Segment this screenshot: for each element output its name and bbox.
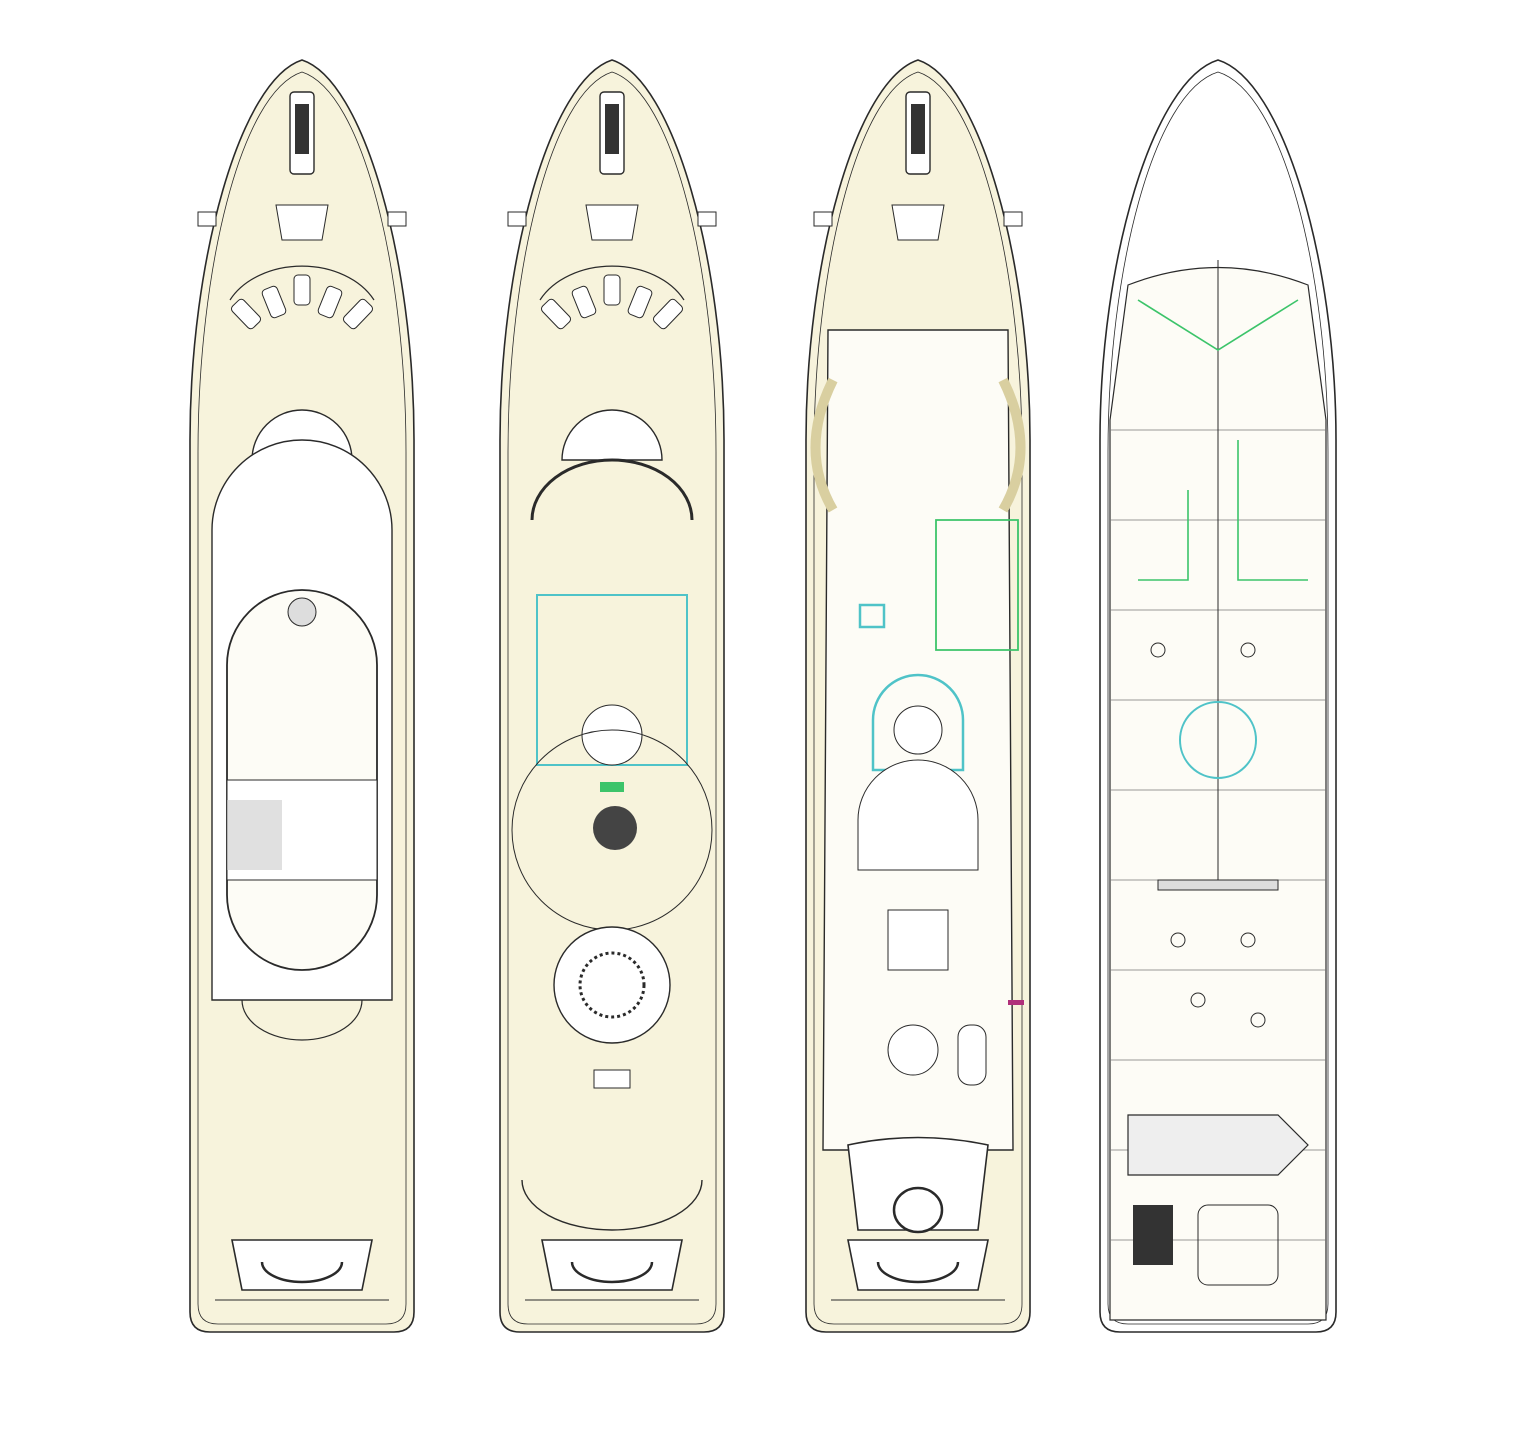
hull-inner-line	[813, 71, 1023, 1325]
sunlounger	[652, 298, 684, 330]
aft-deck-lounge	[847, 1136, 989, 1231]
room-number-circle	[1250, 1012, 1266, 1028]
bridge-wing-right	[697, 211, 717, 227]
sunlounger	[342, 298, 374, 330]
room-number-circle	[1240, 932, 1256, 948]
stern-garage	[847, 1239, 989, 1291]
bow-lounge-arc	[229, 265, 375, 301]
owner-suite-balconies	[810, 377, 1026, 513]
bathroom-tile	[227, 800, 282, 870]
magenta-stair	[1008, 1000, 1024, 1005]
forward-arc-window	[530, 458, 694, 521]
dance-floor	[593, 806, 637, 850]
hull-inner-line	[197, 71, 407, 1325]
room-number-circle	[1190, 992, 1206, 1008]
dining-table	[887, 909, 949, 971]
hull-inner-line	[507, 71, 717, 1325]
sunlounger	[230, 298, 262, 330]
aft-sofa	[241, 999, 363, 1041]
hull-inner-line	[1107, 71, 1329, 1325]
round-table	[578, 951, 646, 1019]
room-number-circle	[1170, 932, 1186, 948]
bridge-wing-left	[813, 211, 833, 227]
hull-outline	[499, 59, 725, 1333]
cyan-staircase	[871, 673, 965, 772]
room-number-circle	[1150, 642, 1166, 658]
bridge-wing-right	[1003, 211, 1023, 227]
deck-plan-4	[1099, 59, 1337, 1333]
tender-garage-boat	[1127, 1114, 1309, 1176]
aft-jacuzzi	[957, 1024, 987, 1086]
green-ensuite	[935, 519, 1019, 651]
stern-garage	[541, 1239, 683, 1291]
jetski-seat	[295, 104, 309, 154]
green-partition	[1137, 299, 1308, 581]
watertight-bulkhead	[1157, 879, 1279, 891]
room-number-circle	[1240, 642, 1256, 658]
aft-sofa	[593, 1069, 631, 1089]
cyan-lift	[858, 603, 886, 629]
cyan-lobby	[1179, 701, 1257, 779]
machinery	[1133, 1205, 1173, 1265]
bow-lounge-arc	[539, 265, 685, 301]
bridge-wing-left	[507, 211, 527, 227]
forward-dome	[561, 409, 663, 461]
jetski-seat	[911, 104, 925, 154]
stern-steps	[876, 1261, 960, 1284]
sunlounger	[571, 285, 597, 319]
sunlounger	[293, 274, 311, 306]
aft-spiral-stair	[892, 1186, 944, 1234]
dining-table-round	[581, 704, 643, 766]
bridge-wing-left	[197, 211, 217, 227]
tank-room	[1197, 1204, 1279, 1286]
green-hatch	[600, 782, 624, 792]
main-salon-sofa	[857, 759, 979, 871]
bow-seating	[891, 204, 945, 241]
sunlounger	[627, 285, 653, 319]
stern-steps	[260, 1261, 344, 1284]
spa-pool	[287, 597, 317, 627]
deck-plan-1	[189, 59, 415, 1333]
bow-seating	[585, 204, 639, 241]
cyan-core	[536, 594, 688, 766]
deck-plan-3	[805, 59, 1031, 1333]
sunlounger	[540, 298, 572, 330]
sunlounger	[317, 285, 343, 319]
aft-bar	[887, 1024, 939, 1076]
stern-steps	[570, 1261, 654, 1284]
bridge-wing-right	[387, 211, 407, 227]
round-table	[893, 705, 943, 755]
bow-seating	[275, 204, 329, 241]
jetski-seat	[605, 104, 619, 154]
deck-plan-2	[499, 59, 725, 1333]
aft-deck-arc	[521, 1179, 703, 1231]
sunlounger	[261, 285, 287, 319]
stern-garage	[231, 1239, 373, 1291]
sunlounger	[603, 274, 621, 306]
